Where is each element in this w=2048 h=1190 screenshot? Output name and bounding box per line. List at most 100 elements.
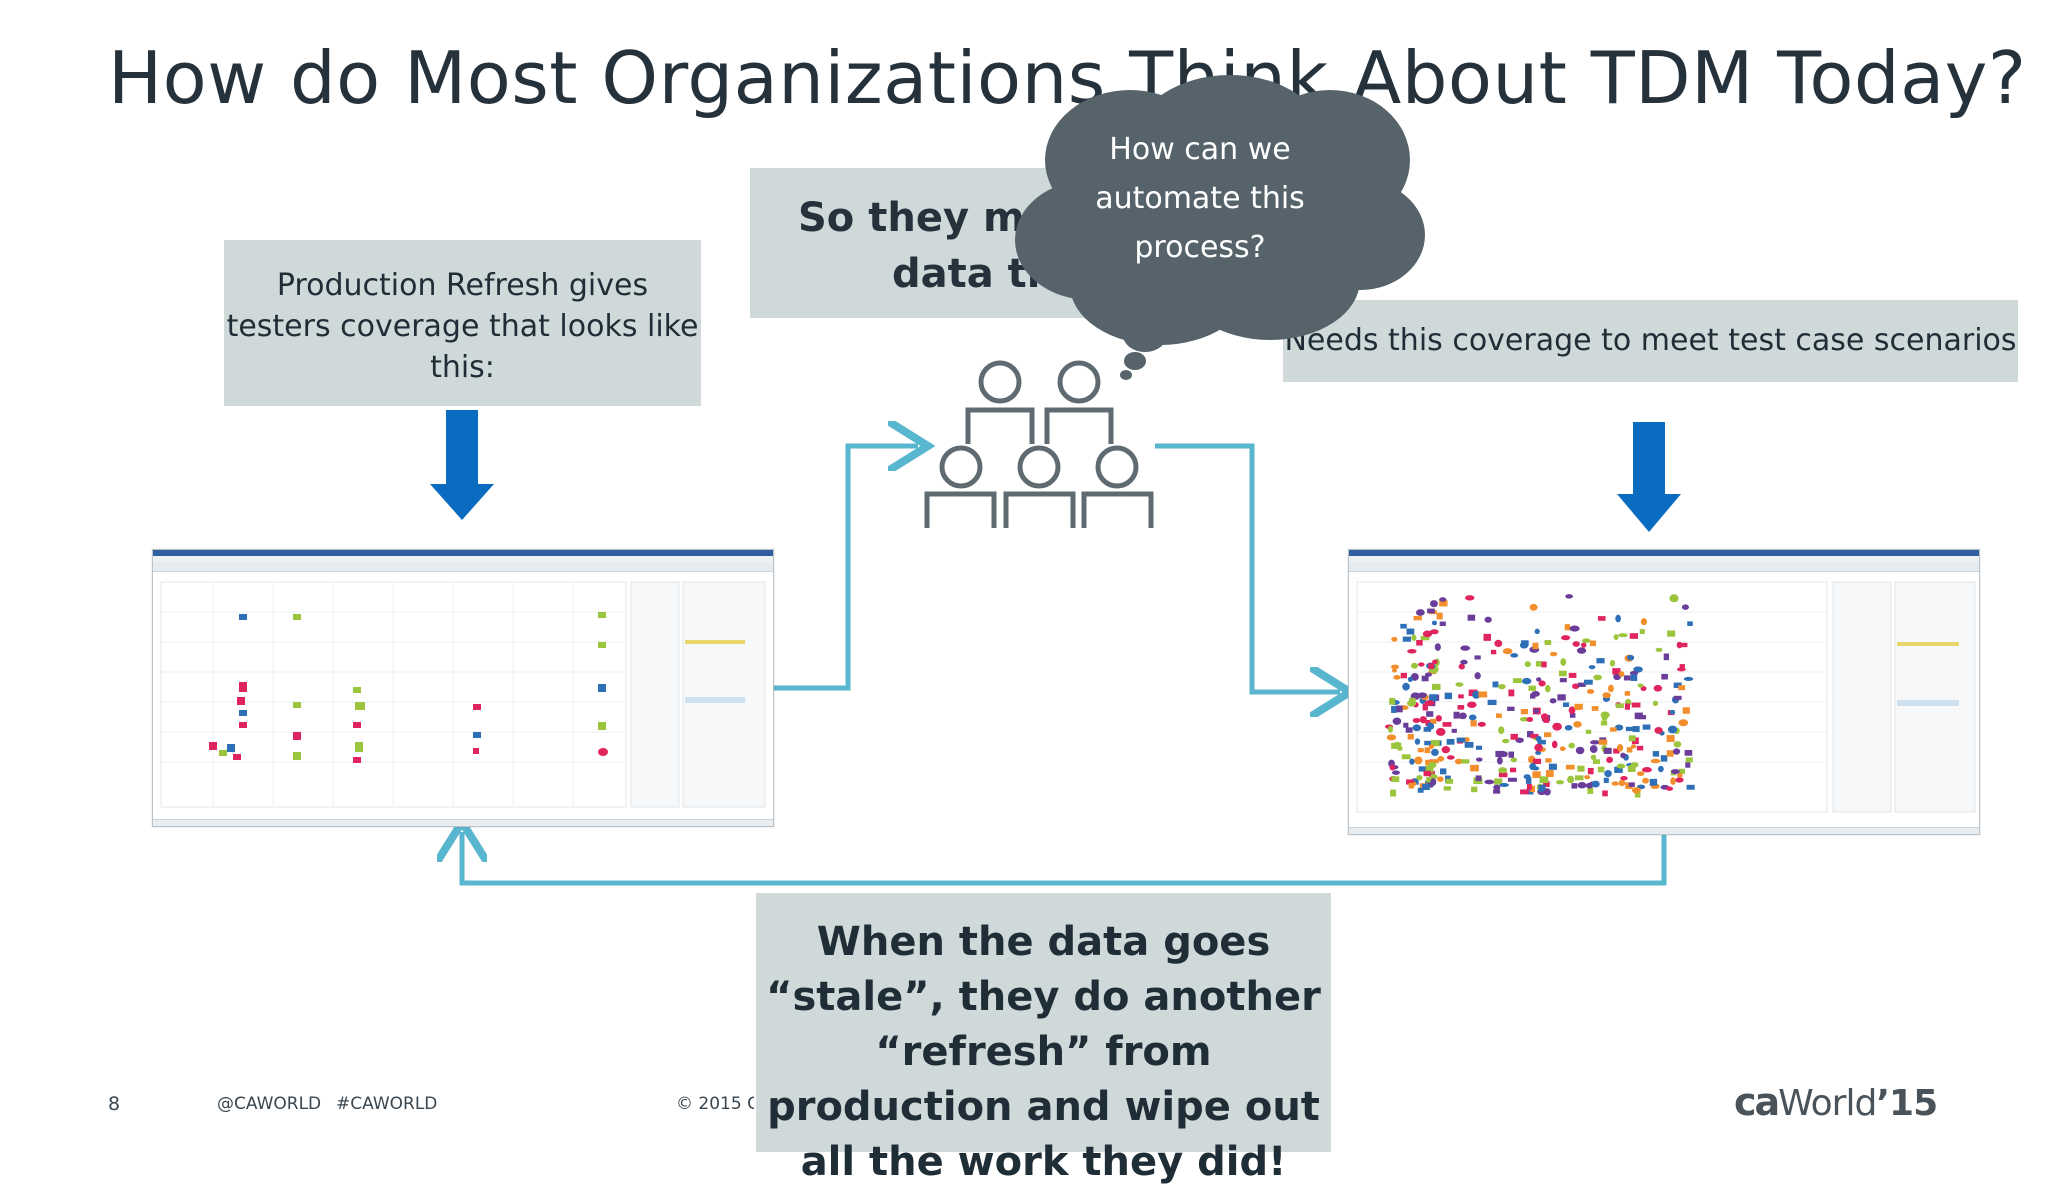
scatter-mark [1627,765,1636,772]
scatter-mark [1631,702,1641,708]
scatter-mark [1461,759,1470,764]
window-toolbar [153,562,773,572]
slide-number: 8 [108,1093,121,1115]
scatter-mark [1613,634,1619,641]
scatter-mark [1601,714,1608,721]
scatter-mark [1497,683,1506,690]
scatter-mark [1535,661,1543,667]
scatter-mark [1512,678,1522,684]
scatter-mark [1672,748,1681,755]
scatter-mark [1669,594,1679,603]
window-titlebar [1349,550,1979,556]
cloud-question-text: How can we automate this process? [1095,132,1305,265]
scatter-mark [1574,775,1584,781]
scatter-mark [1421,675,1429,682]
scatter-mark [1568,742,1576,749]
scatter-mark [1416,775,1423,781]
scatter-mark [1679,664,1685,669]
scatter-mark [1670,777,1676,785]
scatter-mark [1624,703,1630,710]
scatter-mark [1533,708,1539,714]
scatter-mark [1510,733,1518,740]
scatter-mark [1387,725,1393,733]
scatter-mark [1422,703,1428,711]
scatter-mark [1432,759,1439,764]
copyright-notice: © 2015 CA [676,1094,754,1114]
scatter-mark [1487,699,1497,706]
scatter-mark [1676,641,1683,649]
scatter-mark [1557,694,1566,701]
scatter-mark [1501,738,1510,744]
scatter-mark [1484,779,1495,785]
sparse-coverage-screenshot [152,549,774,827]
scatter-mark [1428,744,1435,749]
scatter-mark [1615,703,1624,709]
scatter-mark [1436,776,1444,782]
scatter-mark [1574,703,1583,710]
scatter-mark [1431,748,1439,756]
scatter-mark [1539,776,1549,784]
scatter-mark [1443,786,1452,791]
scatter-mark [1445,778,1454,784]
scatter-mark [1468,714,1477,721]
scatter-mark [1634,790,1641,798]
scatter-mark [1537,739,1546,745]
scatter-mark [1600,720,1608,726]
scatter-mark [1391,742,1398,749]
scatter-mark [1410,672,1419,681]
scatter-mark [1586,688,1595,694]
scatter-mark [1680,642,1688,648]
scatter-mark [1618,671,1625,677]
scatter-mark [1389,697,1396,705]
scatter-mark [1608,684,1614,693]
logo-world: World [1778,1083,1877,1124]
scatter-mark [1525,777,1532,784]
scatter-mark [1532,642,1539,650]
scatter-mark [1424,740,1434,746]
scatter-mark [1604,770,1612,778]
scatter-mark [1475,757,1483,762]
scatter-mark [1402,636,1411,642]
scatter-mark [1521,677,1532,685]
scatter-mark [1418,662,1425,667]
scatter-mark [1423,770,1431,777]
scatter-mark [1472,690,1481,699]
scatter-mark [1585,729,1592,734]
scatter-mark [1412,724,1422,732]
scatter-mark [1673,695,1682,700]
scatter-mark [1634,712,1643,720]
logo-year: ’15 [1876,1083,1938,1124]
scatter-mark [1420,635,1430,641]
scatter-mark [1454,758,1463,765]
scatter-mark [1424,747,1431,754]
scatter-mark [1587,787,1594,794]
scatter-mark [1474,672,1481,680]
sparse-scatter-plot [160,581,766,808]
scatter-mark [1661,673,1668,680]
scatter-mark [1685,762,1691,768]
scatter-mark [1414,738,1421,745]
scatter-mark [1530,693,1536,699]
scatter-mark [1603,777,1609,783]
scatter-mark [1391,668,1397,673]
scatter-mark [1560,658,1567,666]
scatter-mark [1407,734,1414,740]
scatter-mark [1458,694,1464,699]
scatter-mark [1543,788,1551,796]
scatter-mark [1434,643,1441,651]
scatter-mark [1408,782,1415,789]
scatter-mark [1477,721,1486,727]
scatter-mark [1422,783,1430,791]
scatter-mark [1414,756,1423,765]
scatter-mark [1666,750,1674,757]
scatter-mark [1430,773,1436,780]
scatter-mark [1592,759,1601,764]
scatter-mark [1577,765,1585,772]
scatter-mark [1534,743,1543,752]
scatter-mark [1416,639,1423,646]
scatter-mark [1492,681,1499,688]
scatter-mark [1475,745,1483,750]
scatter-mark [1626,654,1635,661]
scatter-mark [1422,630,1433,638]
scatter-mark [1641,767,1652,773]
